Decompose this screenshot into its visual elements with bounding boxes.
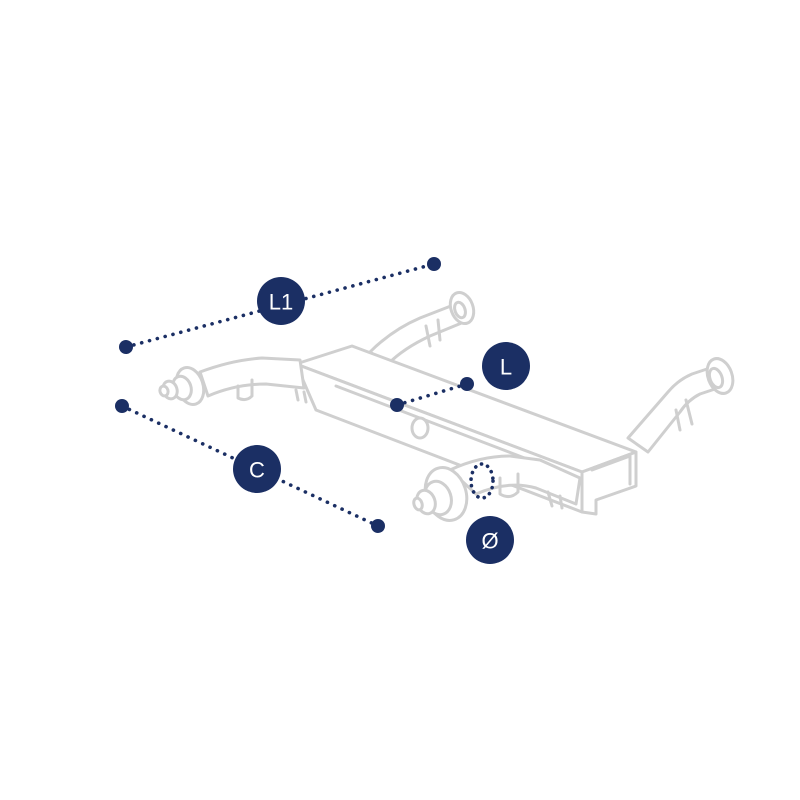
c-endpoint-right (371, 519, 385, 533)
diameter-badge (466, 516, 514, 564)
diameter-label: Ø (481, 529, 498, 554)
l1-label: L1 (269, 290, 293, 315)
near-left-arm (158, 356, 308, 407)
l1-badge (257, 277, 305, 325)
dimension-l: L (390, 342, 530, 412)
diameter-dotted-ring (469, 462, 495, 500)
c-label: C (249, 458, 265, 483)
c-dotted-line (120, 404, 380, 528)
c-badge (233, 445, 281, 493)
l-label: L (500, 355, 512, 380)
c-endpoint-left (115, 399, 129, 413)
dimension-l1: L1 (119, 257, 441, 354)
far-left-arm (368, 291, 476, 366)
l-endpoint-right (460, 377, 474, 391)
l1-endpoint-left (119, 340, 133, 354)
axle-illustration (158, 291, 735, 522)
l1-dotted-line (124, 262, 436, 349)
dimension-c: C (115, 399, 385, 533)
dimension-diameter: Ø (466, 462, 514, 564)
l-badge (482, 342, 530, 390)
l-endpoint-left (390, 398, 404, 412)
near-right-arm (412, 454, 582, 522)
far-right-arm (626, 357, 735, 454)
l1-endpoint-right (427, 257, 441, 271)
